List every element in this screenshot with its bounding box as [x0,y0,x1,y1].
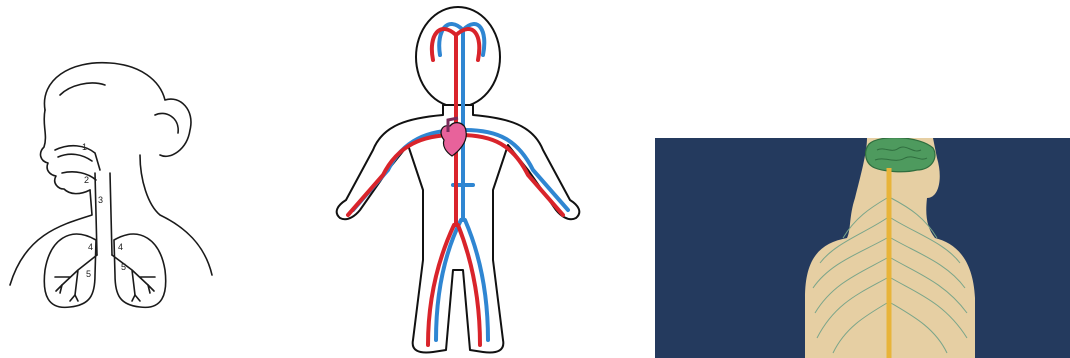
label-4-right: 4 [118,242,123,252]
circulatory-system-illustration [328,0,598,358]
nervous-system-illustration [655,138,1070,358]
circulatory-drawing [328,0,598,358]
trachea-right [110,173,112,255]
label-5-left: 5 [86,269,91,279]
respiratory-drawing: 1 2 3 4 4 5 5 [0,55,215,333]
respiratory-system-illustration: 1 2 3 4 4 5 5 [0,55,215,333]
right-shoulder [140,155,212,275]
arteries [348,29,563,345]
left-shoulder [10,190,92,285]
label-2: 2 [84,175,89,185]
label-3: 3 [98,195,103,205]
nervous-drawing [655,138,1070,358]
brain [866,138,935,172]
label-4-left: 4 [88,242,93,252]
label-1: 1 [82,142,87,152]
hair-outline [44,63,191,157]
label-5-right: 5 [121,262,126,272]
